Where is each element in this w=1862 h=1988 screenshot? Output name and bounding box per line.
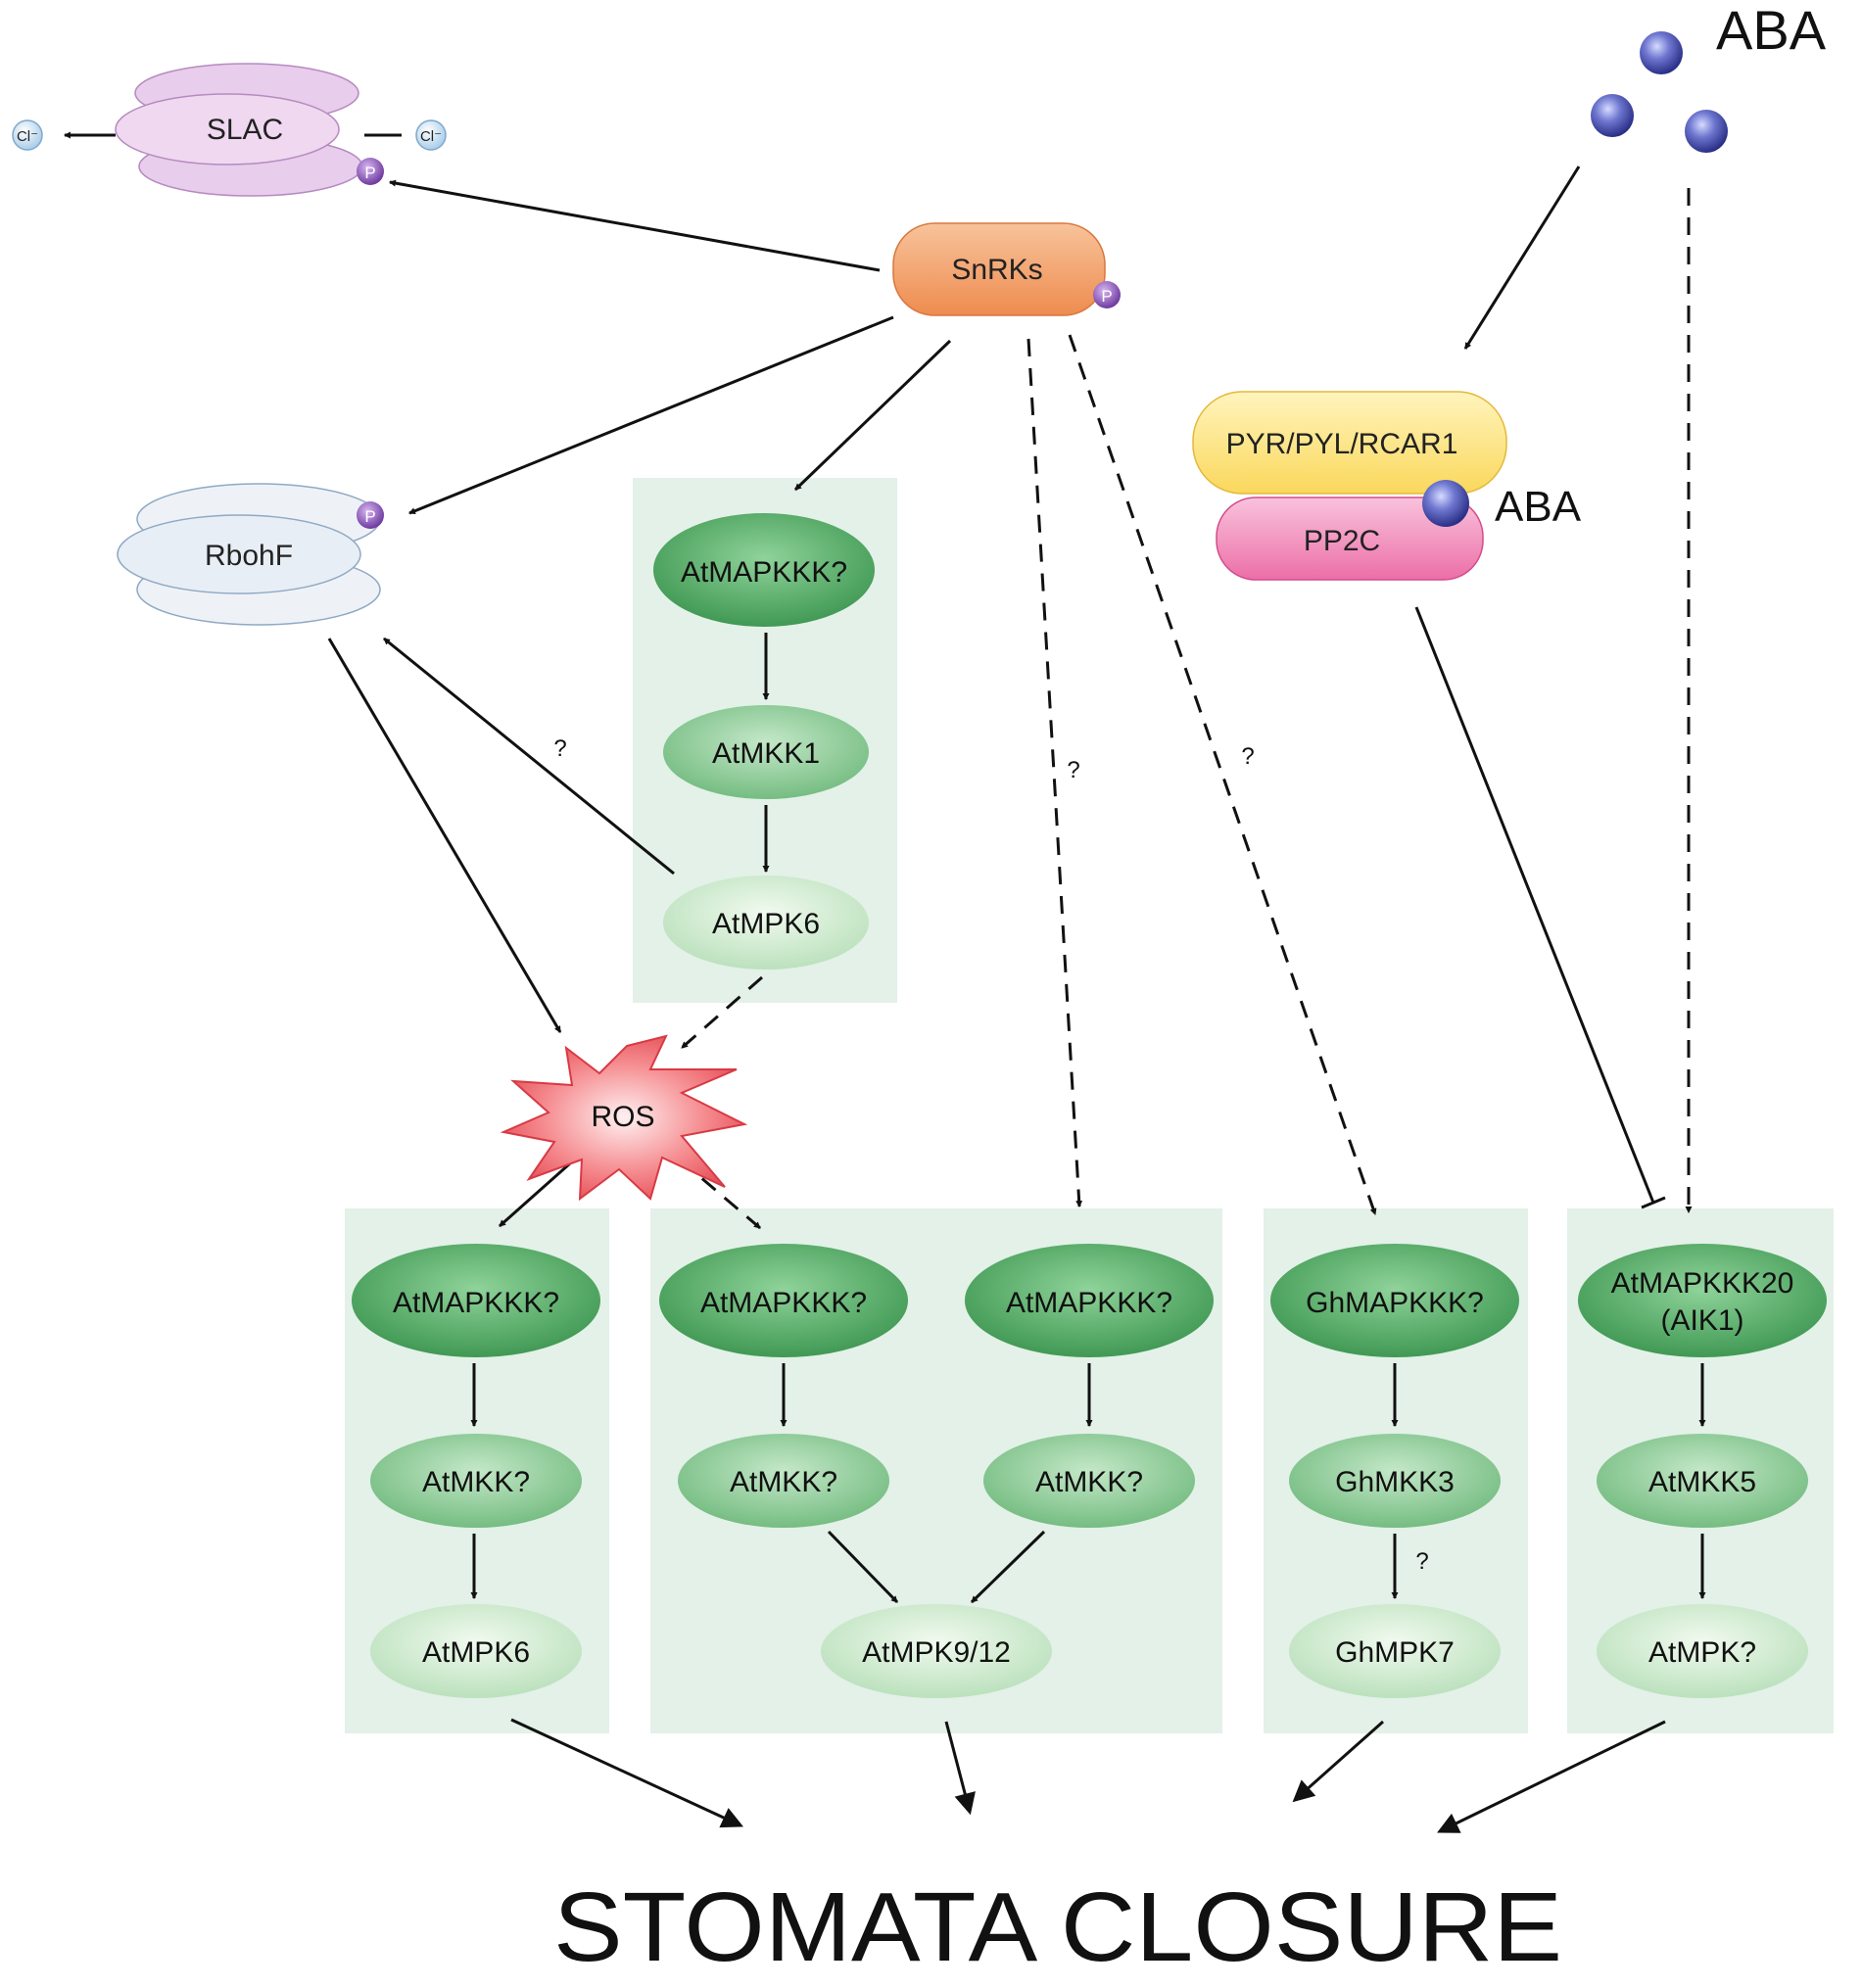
pyr-receptor-label: PYR/PYL/RCAR1 [1226, 428, 1458, 460]
col1-mkk-node [370, 1434, 582, 1528]
upper-mkk-node [663, 705, 869, 799]
edge-pp2c-inhibit-bar [1641, 1196, 1666, 1209]
edge-col3-closure [1292, 1720, 1384, 1803]
col4-mpk-node [1597, 1604, 1808, 1698]
edge-snrks-upper-module [793, 339, 952, 492]
col4-mapkkk-label-line1: AtMAPKKK20 [1611, 1267, 1794, 1300]
col1-mapkkk-label: AtMAPKKK? [393, 1287, 559, 1319]
col4-mpk-label: AtMPK? [1648, 1636, 1756, 1669]
col2b-mkk-label: AtMKK? [1035, 1466, 1143, 1498]
col2a-mkk-node [678, 1434, 889, 1528]
snrks-label: SnRKs [951, 254, 1042, 286]
edge-col2b-mkk-mpk [970, 1530, 1046, 1604]
uncertain-mark-col3-mkk-mpk: ? [1415, 1548, 1428, 1575]
svg-text:P: P [1101, 287, 1112, 306]
uncertain-mark-mpk6-rbohf: ? [553, 735, 566, 762]
col4-mkk-node [1597, 1434, 1808, 1528]
upper-mpk-node [663, 876, 869, 970]
upper-mapkkk-node [653, 513, 875, 627]
edge-snrks-rbohf [408, 315, 894, 515]
svg-text:P: P [364, 507, 375, 526]
col2a-mapkkk-node [659, 1244, 908, 1357]
col2b-mapkkk-node [965, 1244, 1214, 1357]
ros-starburst-icon [500, 1034, 748, 1202]
col4-mapkkk-label-line2: (AIK1) [1660, 1304, 1743, 1337]
upper-mapk-module: AtMAPKKK? AtMKK1 AtMPK6 [653, 513, 875, 970]
slac-channel: SLAC P [115, 63, 384, 197]
edge-ros-col1 [499, 1161, 571, 1228]
edge-col4-closure [1437, 1720, 1666, 1833]
edge-aba-receptor [1463, 166, 1581, 350]
uncertain-mark-snrks-col2b: ? [1067, 757, 1079, 783]
svg-text:Cl⁻: Cl⁻ [17, 128, 38, 145]
col3-mkk-label: GhMKK3 [1335, 1466, 1455, 1498]
snrks-phospho-tag: P [1093, 281, 1121, 308]
col1-mapk-module: AtMAPKKK? AtMKK? AtMPK6 [352, 1244, 600, 1698]
col3-mapkkk-node [1270, 1244, 1519, 1357]
rbohf-subunit-front [117, 514, 361, 594]
aba-receptor-complex: PP2C PYR/PYL/RCAR1 ABA [1192, 391, 1582, 581]
pp2c-node [1216, 497, 1484, 581]
upper-mapkkk-label: AtMAPKKK? [681, 556, 847, 589]
pp2c-label: PP2C [1304, 525, 1380, 557]
col2-mpk-label: AtMPK9/12 [862, 1636, 1011, 1669]
stomata-closure-title: STOMATA CLOSURE [553, 1872, 1562, 1982]
edge-col2-closure [944, 1721, 976, 1816]
aba-bound-label: ABA [1495, 483, 1582, 531]
rbohf-phospho-tag: P [357, 501, 384, 529]
aba-molecule-icon [1640, 31, 1683, 74]
upper-mkk-label: AtMKK1 [712, 737, 820, 770]
col3-mpk-node [1289, 1604, 1501, 1698]
rbohf-label: RbohF [205, 540, 293, 572]
edge-col1-closure [510, 1718, 743, 1828]
uncertain-mark-snrks-col3: ? [1241, 743, 1254, 770]
edge-rbohf-ros [327, 638, 562, 1033]
chloride-ion-in: Cl⁻ [415, 119, 447, 151]
col1-mpk-label: AtMPK6 [422, 1636, 530, 1669]
aba-bound-molecule-icon [1422, 480, 1469, 527]
chloride-ion-out: Cl⁻ [12, 119, 43, 151]
edge-pp2c-inhibits-col4 [1414, 606, 1655, 1204]
col3-mkk-node [1289, 1434, 1501, 1528]
snrks-kinase: SnRKs P [892, 222, 1121, 316]
ros-burst: ROS [500, 1034, 748, 1202]
col1-mapkkk-node [352, 1244, 600, 1357]
aba-molecules: ABA [1591, 0, 1827, 153]
col2-mapk-module: AtMAPKKK? AtMAPKKK? AtMKK? AtMKK? AtMPK9… [659, 1244, 1214, 1698]
edge-col2a-mkk-mpk [827, 1530, 899, 1604]
edge-mpk6-rbohf [383, 637, 675, 876]
col4-mapkkk-node [1578, 1244, 1827, 1357]
svg-text:P: P [364, 164, 375, 182]
slac-label: SLAC [207, 114, 283, 146]
rbohf-oxidase: RbohF P [117, 483, 384, 626]
col1-mkk-label: AtMKK? [422, 1466, 530, 1498]
svg-text:Cl⁻: Cl⁻ [420, 128, 442, 145]
slac-subunit-front [115, 93, 340, 166]
uncertainty-marks: ? ? ? ? [553, 735, 1428, 1575]
col2-mpk-node [821, 1604, 1052, 1698]
ros-label: ROS [591, 1101, 654, 1133]
pyr-receptor-node [1192, 391, 1507, 495]
aba-label: ABA [1716, 0, 1827, 61]
col1-mpk-node [370, 1604, 582, 1698]
edge-snrks-slac [388, 179, 881, 272]
col3-mpk-label: GhMPK7 [1335, 1636, 1455, 1669]
col3-mapk-module: GhMAPKKK? GhMKK3 GhMPK7 [1270, 1244, 1519, 1698]
edge-snrks-col3 [1068, 334, 1377, 1215]
col2b-mkk-node [983, 1434, 1195, 1528]
aba-molecule-icon [1591, 94, 1634, 137]
upper-mpk-label: AtMPK6 [712, 908, 820, 940]
slac-phospho-tag: P [357, 158, 384, 185]
col4-mapk-module: AtMAPKKK20 (AIK1) AtMKK5 AtMPK? [1578, 1244, 1827, 1698]
col4-mkk-label: AtMKK5 [1648, 1466, 1756, 1498]
col2b-mapkkk-label: AtMAPKKK? [1006, 1287, 1172, 1319]
col3-mapkkk-label: GhMAPKKK? [1306, 1287, 1484, 1319]
col2a-mapkkk-label: AtMAPKKK? [700, 1287, 867, 1319]
col2a-mkk-label: AtMKK? [730, 1466, 837, 1498]
aba-molecule-icon [1685, 110, 1728, 153]
edge-mpk6-ros [681, 975, 763, 1050]
